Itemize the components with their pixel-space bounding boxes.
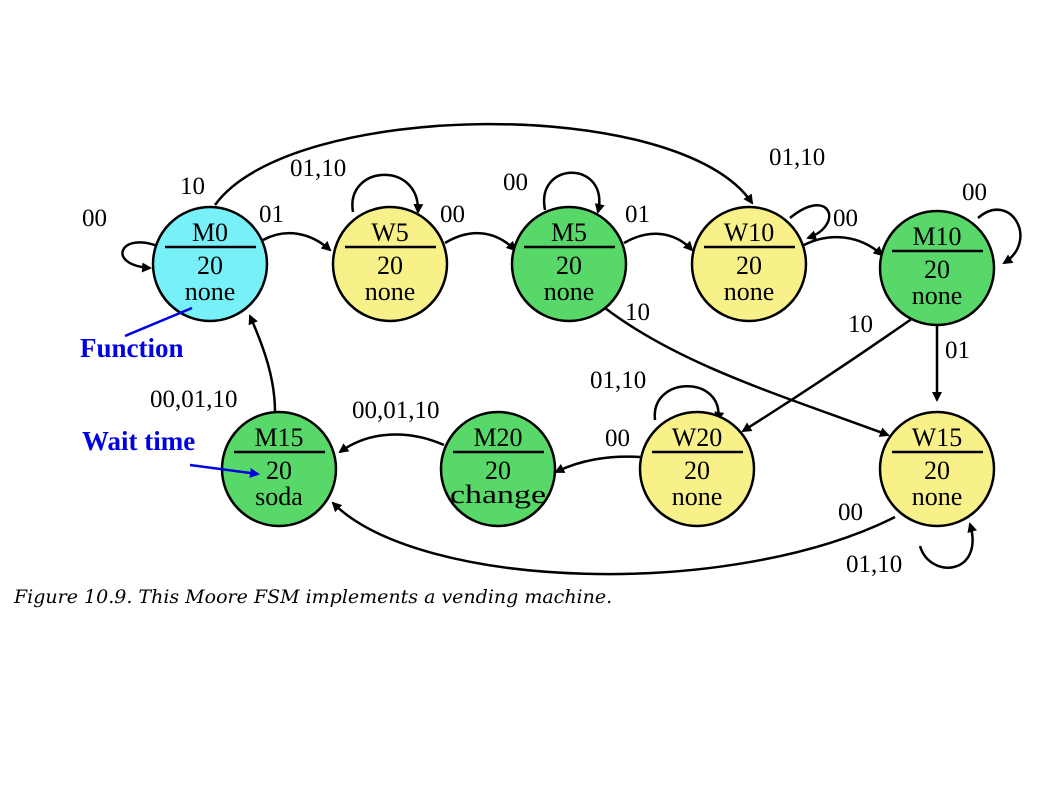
label-m5-to-w10: 01 xyxy=(625,201,650,228)
edge-w5-self xyxy=(351,173,424,214)
state-name: M10 xyxy=(912,222,961,251)
state-output: none xyxy=(365,277,416,306)
label-m5-self: 00 xyxy=(503,169,528,196)
edge-m5-self xyxy=(542,171,605,214)
state-name: M5 xyxy=(551,218,587,247)
label-m0-self: 00 xyxy=(82,205,107,232)
state-wait: 20 xyxy=(197,251,223,280)
edge-w20-to-m20 xyxy=(554,455,641,474)
state-circle xyxy=(510,205,628,323)
state-w15: W15 20 none xyxy=(878,410,996,528)
state-m10: M10 20 none xyxy=(878,209,996,327)
state-circle xyxy=(638,410,756,528)
state-output: none xyxy=(912,482,963,511)
label-m20-to-m15: 00,01,10 xyxy=(352,397,440,424)
edge-m10-to-w20 xyxy=(741,316,914,433)
state-name: W5 xyxy=(371,218,409,247)
edge-m0-to-w5 xyxy=(262,232,332,252)
label-m15-to-m0: 00,01,10 xyxy=(150,386,238,413)
state-m15: M15 20 soda xyxy=(220,410,338,528)
edge-m20-to-m15 xyxy=(338,433,445,454)
state-circle xyxy=(878,410,996,528)
state-wait: 20 xyxy=(266,456,292,485)
state-output: soda xyxy=(255,482,303,511)
function-pointer xyxy=(124,306,193,338)
fsm-diagram: M0 20 none W5 20 none M5 20 none W10 20 … xyxy=(80,122,1022,578)
label-m10-self: 00 xyxy=(962,179,987,206)
edge-m0-to-w10 xyxy=(213,122,754,206)
state-wait: 20 xyxy=(924,456,950,485)
edge-w5-to-m5 xyxy=(444,231,517,252)
state-wait: 20 xyxy=(684,456,710,485)
edge-m5-to-w10 xyxy=(623,232,694,252)
state-output: none xyxy=(912,281,963,310)
edge-labels: 00 10 01 01,10 00 00 01 10 01,10 00 00 1… xyxy=(82,144,987,578)
figure-caption: Figure 10.9. This Moore FSM implements a… xyxy=(14,586,613,608)
label-w15-to-m15: 00 xyxy=(838,499,863,526)
state-wait: 20 xyxy=(556,251,582,280)
state-m0: M0 20 none xyxy=(151,205,269,323)
wait-time-annotation: Wait time xyxy=(82,426,195,456)
label-w5-self: 01,10 xyxy=(290,155,346,182)
label-w15-self: 01,10 xyxy=(846,551,902,578)
state-w10: W10 20 none xyxy=(690,205,808,323)
label-w10-to-m10: 00 xyxy=(833,205,858,232)
state-name: M0 xyxy=(192,218,228,247)
edge-m0-self xyxy=(121,241,161,273)
edge-w20-self xyxy=(653,385,725,422)
label-m10-to-w20: 10 xyxy=(848,311,873,338)
state-output: none xyxy=(724,277,775,306)
state-w20: W20 20 none xyxy=(638,410,756,528)
state-name: W15 xyxy=(912,423,963,452)
state-output: none xyxy=(672,482,723,511)
state-circle xyxy=(878,209,996,327)
state-name: W20 xyxy=(672,423,723,452)
edges xyxy=(121,122,1022,576)
state-circle xyxy=(151,205,269,323)
edge-w15-to-m15 xyxy=(331,501,896,576)
state-output: change xyxy=(450,480,546,509)
annotations: Function Wait time xyxy=(80,306,260,478)
edge-w10-self xyxy=(789,204,831,241)
state-output: none xyxy=(185,277,236,306)
label-m0-to-w5: 01 xyxy=(259,201,284,228)
state-m5: M5 20 none xyxy=(510,205,628,323)
function-annotation: Function xyxy=(80,333,184,363)
label-w5-to-m5: 00 xyxy=(440,201,465,228)
wait-time-pointer xyxy=(189,463,260,478)
edge-w10-to-m10 xyxy=(803,235,884,257)
label-m5-to-w15: 10 xyxy=(625,299,650,326)
state-name: M20 xyxy=(473,423,522,452)
state-wait: 20 xyxy=(924,255,950,284)
label-w20-to-m20: 00 xyxy=(605,425,630,452)
state-circle xyxy=(439,410,557,528)
state-wait: 20 xyxy=(485,456,511,485)
state-m20: M20 20 change xyxy=(439,410,557,528)
state-name: M15 xyxy=(254,423,303,452)
label-m0-to-w10: 10 xyxy=(180,173,205,200)
state-name: W10 xyxy=(724,218,775,247)
edge-w15-self xyxy=(918,522,978,569)
label-m10-to-w15: 01 xyxy=(945,337,970,364)
state-wait: 20 xyxy=(377,251,403,280)
label-w10-self: 01,10 xyxy=(769,144,825,171)
state-w5: W5 20 none xyxy=(331,205,449,323)
state-circle xyxy=(331,205,449,323)
edge-m5-to-w15 xyxy=(604,307,890,437)
state-wait: 20 xyxy=(736,251,762,280)
edge-m15-to-m0 xyxy=(248,314,277,413)
label-w20-self: 01,10 xyxy=(590,367,646,394)
state-output: none xyxy=(544,277,595,306)
state-circle xyxy=(690,205,808,323)
edge-m10-self xyxy=(977,208,1022,265)
